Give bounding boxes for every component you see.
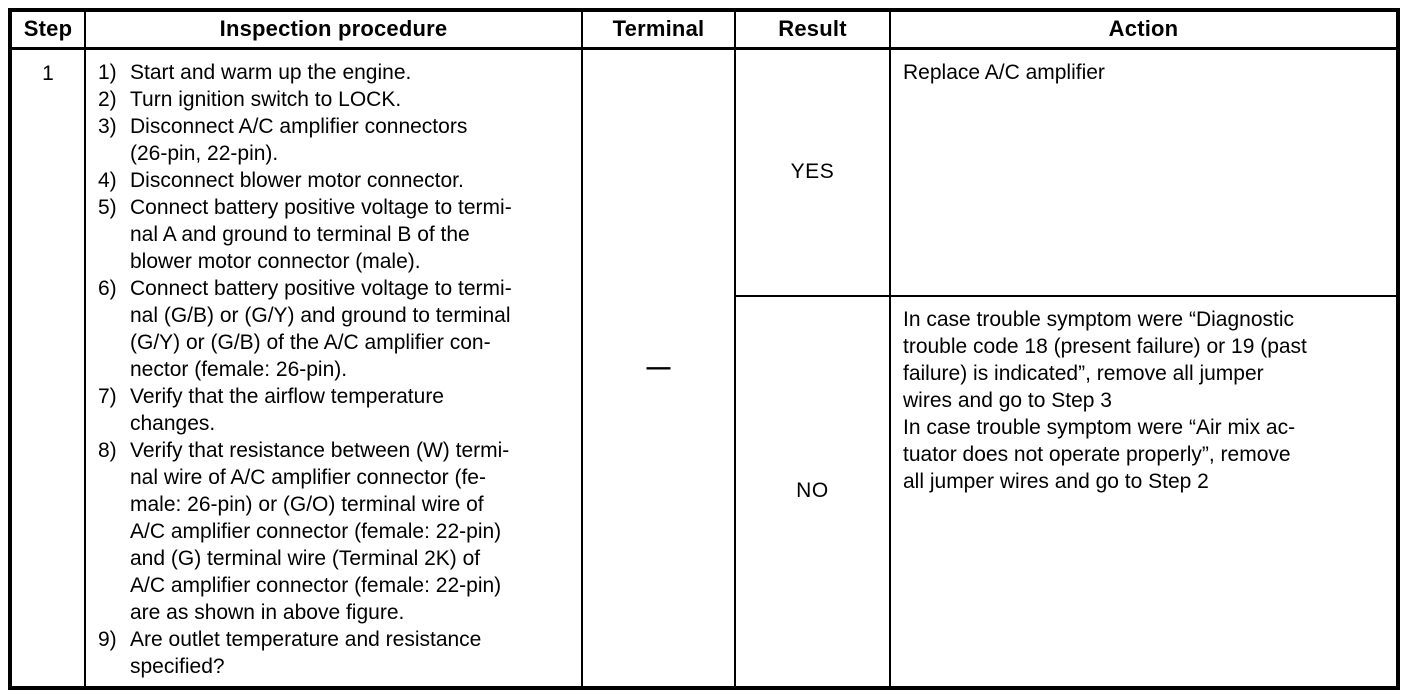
table-row-yes: 1 1) Start and warm up the engine. 2) Tu…: [9, 47, 1399, 689]
step-number-cell: 1: [9, 47, 86, 689]
result-no-cell: NO: [734, 295, 891, 689]
procedure-item-text: Are outlet temperature and resistance sp…: [130, 627, 482, 678]
col-header-result: Result: [734, 9, 891, 50]
procedure-item-text: Connect battery positive voltage to term…: [130, 195, 512, 273]
header-row: Step Inspection procedure Terminal Resul…: [9, 9, 1399, 50]
procedure-item-text: Start and warm up the engine.: [130, 60, 412, 84]
procedure-item-text: Disconnect blower motor connector.: [130, 168, 464, 192]
procedure-list: 1) Start and warm up the engine. 2) Turn…: [98, 59, 577, 680]
procedure-item-number: 6): [98, 276, 117, 300]
procedure-item-number: 8): [98, 438, 117, 462]
procedure-item-number: 4): [98, 168, 117, 192]
procedure-item-text: Verify that the airflow temperature chan…: [130, 384, 444, 435]
action-no-cell: In case trouble symptom were “Diagnostic…: [889, 295, 1399, 689]
procedure-item-2: 2) Turn ignition switch to LOCK.: [98, 86, 577, 113]
procedure-item-number: 5): [98, 195, 117, 219]
action-yes-cell: Replace A/C amplifier: [889, 47, 1399, 297]
procedure-item-7: 7) Verify that the airflow temperature c…: [98, 383, 577, 437]
col-header-step: Step: [9, 9, 86, 50]
procedure-item-number: 1): [98, 60, 117, 84]
procedure-item-number: 2): [98, 87, 117, 111]
procedure-item-text: Verify that resistance between (W) termi…: [130, 438, 510, 624]
procedure-item-8: 8) Verify that resistance between (W) te…: [98, 437, 577, 626]
col-header-inspection-procedure: Inspection procedure: [84, 9, 583, 50]
procedure-item-text: Connect battery positive voltage to term…: [130, 276, 512, 381]
procedure-item-1: 1) Start and warm up the engine.: [98, 59, 577, 86]
table-row-no: NO In case trouble symptom were “Diagnos…: [10, 295, 1399, 689]
procedure-item-number: 9): [98, 627, 117, 651]
procedure-item-text: Turn ignition switch to LOCK.: [130, 87, 402, 111]
procedure-item-number: 3): [98, 114, 117, 138]
col-header-terminal: Terminal: [581, 9, 736, 50]
procedure-item-number: 7): [98, 384, 117, 408]
procedure-item-5: 5) Connect battery positive voltage to t…: [98, 194, 577, 275]
procedure-item-4: 4) Disconnect blower motor connector.: [98, 167, 577, 194]
inspection-procedure-cell: 1) Start and warm up the engine. 2) Turn…: [84, 47, 583, 689]
result-yes-cell: YES: [734, 47, 891, 297]
col-header-action: Action: [889, 9, 1399, 50]
procedure-item-text: Disconnect A/C amplifier connectors (26-…: [130, 114, 468, 165]
procedure-item-6: 6) Connect battery positive voltage to t…: [98, 275, 577, 383]
procedure-item-3: 3) Disconnect A/C amplifier connectors (…: [98, 113, 577, 167]
procedure-item-9: 9) Are outlet temperature and resistance…: [98, 626, 577, 680]
inspection-procedure-table: Step Inspection procedure Terminal Resul…: [8, 8, 1400, 690]
terminal-cell: —: [581, 47, 736, 689]
